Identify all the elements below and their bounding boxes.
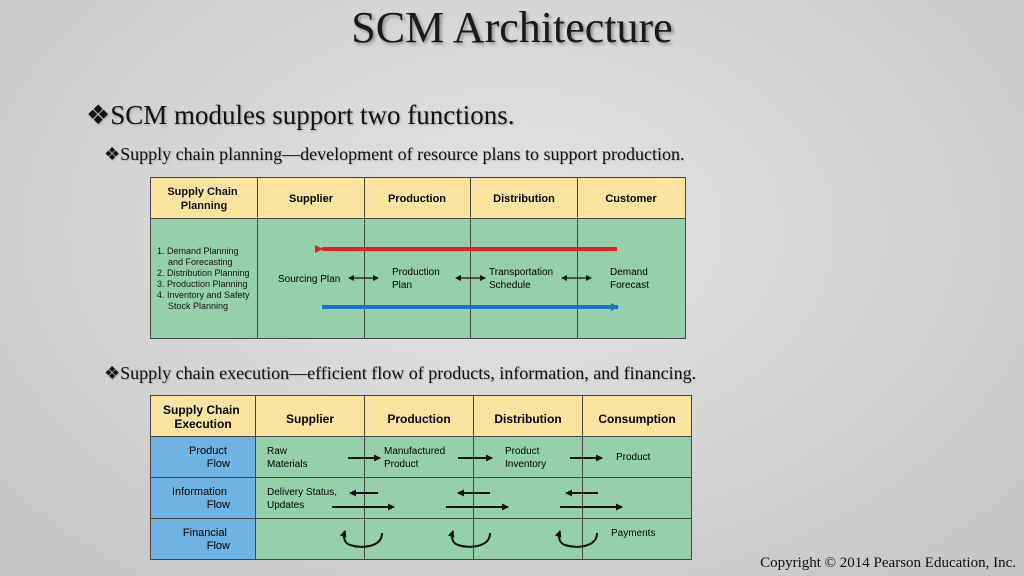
row-label-information-flow: Information Flow (172, 486, 230, 511)
information-flow-item: Delivery Status, Updates (267, 487, 340, 511)
corner-header: Supply Chain Planning (167, 186, 240, 212)
column-header: Consumption (598, 412, 675, 426)
execution-label-column (150, 436, 256, 560)
curved-return-arrow-icon (554, 530, 598, 548)
product-flow-item: Product (616, 452, 651, 463)
column-header: Supplier (286, 412, 334, 426)
planning-body-band (150, 218, 686, 339)
planning-diagram: Supply Chain Planning Supplier Productio… (150, 177, 686, 339)
plan-label: Demand Forecast (610, 267, 651, 291)
column-header: Distribution (494, 412, 561, 426)
financial-flow-item: Payments (611, 528, 655, 539)
plan-label: Transportation Schedule (489, 267, 556, 291)
diamond-bullet-icon: ❖ (104, 363, 121, 383)
column-header: Production (387, 412, 450, 426)
plan-label: Sourcing Plan (278, 274, 340, 285)
planning-header-band (150, 177, 686, 219)
execution-diagram: Supply Chain Execution Supplier Producti… (150, 395, 692, 560)
column-header: Distribution (493, 193, 555, 205)
execution-bullet: ❖Supply chain execution—efficient flow o… (104, 363, 696, 384)
column-header: Supplier (289, 193, 334, 205)
row-label-financial-flow: Financial Flow (183, 527, 230, 552)
product-flow-item: Raw Materials (267, 446, 308, 470)
product-flow-item: Manufactured Product (384, 446, 448, 470)
planning-bullet-text: Supply chain planning—development of res… (120, 144, 685, 164)
diamond-bullet-icon: ❖ (86, 100, 111, 130)
plan-label: Production Plan (392, 267, 443, 291)
corner-header: Supply Chain Execution (163, 403, 243, 431)
diamond-bullet-icon: ❖ (104, 144, 121, 164)
copyright-notice: Copyright © 2014 Pearson Education, Inc. (760, 555, 1016, 571)
product-flow-item: Product Inventory (505, 446, 546, 470)
slide-title: SCM Architecture (351, 3, 673, 52)
column-header: Customer (605, 193, 657, 205)
row-label-product-flow: Product Flow (189, 445, 230, 470)
execution-bullet-text: Supply chain execution—efficient flow of… (120, 363, 697, 383)
planning-bullet: ❖Supply chain planning—development of re… (104, 144, 685, 165)
main-bullet: ❖SCM modules support two functions. (86, 100, 514, 131)
curved-return-arrow-icon (447, 530, 491, 548)
curved-return-arrow-icon (339, 530, 383, 548)
execution-header-band (150, 395, 692, 437)
planning-list: 1. Demand Planning and Forecasting 2. Di… (157, 246, 252, 311)
column-header: Production (388, 193, 446, 205)
main-bullet-text: SCM modules support two functions. (110, 100, 515, 130)
